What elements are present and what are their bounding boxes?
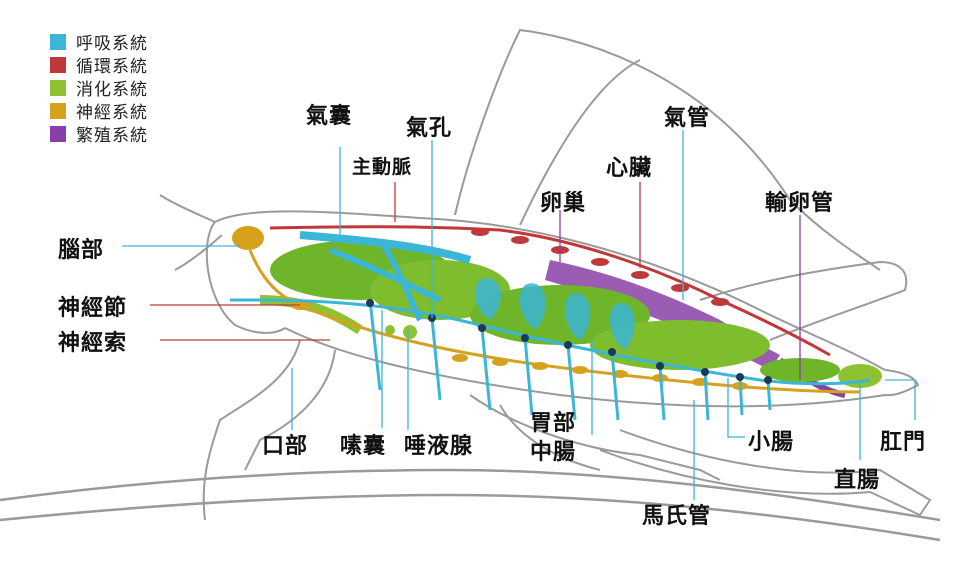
label-brain: 腦部 <box>58 238 105 263</box>
label-salivary-gland: 唾液腺 <box>404 434 474 459</box>
label-crop: 嗉囊 <box>340 434 387 459</box>
legend-label: 呼吸系統 <box>76 34 148 54</box>
label-nerve-cord: 神經索 <box>58 331 128 356</box>
legend-label: 循環系統 <box>76 57 148 77</box>
circulatory-system <box>269 225 831 357</box>
legend-swatch <box>50 125 66 142</box>
legend-label: 神經系統 <box>76 103 148 123</box>
label-oviduct: 輸卵管 <box>765 191 835 216</box>
legend-item: 消化系統 <box>50 76 148 100</box>
label-ganglion: 神經節 <box>58 296 128 321</box>
label-rectum: 直腸 <box>834 468 881 493</box>
air-sacs <box>474 278 635 350</box>
label-aorta: 主動脈 <box>352 156 413 178</box>
legend-swatch <box>50 102 66 119</box>
legend-item: 神經系統 <box>50 99 148 123</box>
label-stomach: 胃部 <box>530 411 577 436</box>
label-ovary: 卵巢 <box>540 191 587 216</box>
label-midgut: 中腸 <box>530 440 577 465</box>
legend-item: 呼吸系統 <box>50 30 148 54</box>
legend-swatch <box>50 33 66 50</box>
label-trachea: 氣管 <box>664 106 711 131</box>
legend-swatch <box>50 79 66 96</box>
legend-label: 消化系統 <box>76 80 148 100</box>
body-outline <box>0 28 941 542</box>
legend: 呼吸系統循環系統消化系統神經系統繁殖系統 <box>50 30 148 146</box>
legend-swatch <box>50 56 66 73</box>
legend-label: 繁殖系統 <box>76 126 148 146</box>
spiracles <box>366 299 772 384</box>
respiratory-system <box>229 231 871 421</box>
label-mouth: 口部 <box>262 434 309 459</box>
label-air-sac: 氣囊 <box>306 104 353 129</box>
legend-item: 循環系統 <box>50 53 148 77</box>
leader-lines <box>122 130 916 500</box>
legend-item: 繁殖系統 <box>50 122 148 146</box>
label-malpighian: 馬氏管 <box>642 504 712 529</box>
label-spiracle: 氣孔 <box>406 116 453 141</box>
label-anus: 肛門 <box>880 430 927 455</box>
label-heart: 心臟 <box>606 156 653 181</box>
label-small-intestine: 小腸 <box>748 430 795 455</box>
